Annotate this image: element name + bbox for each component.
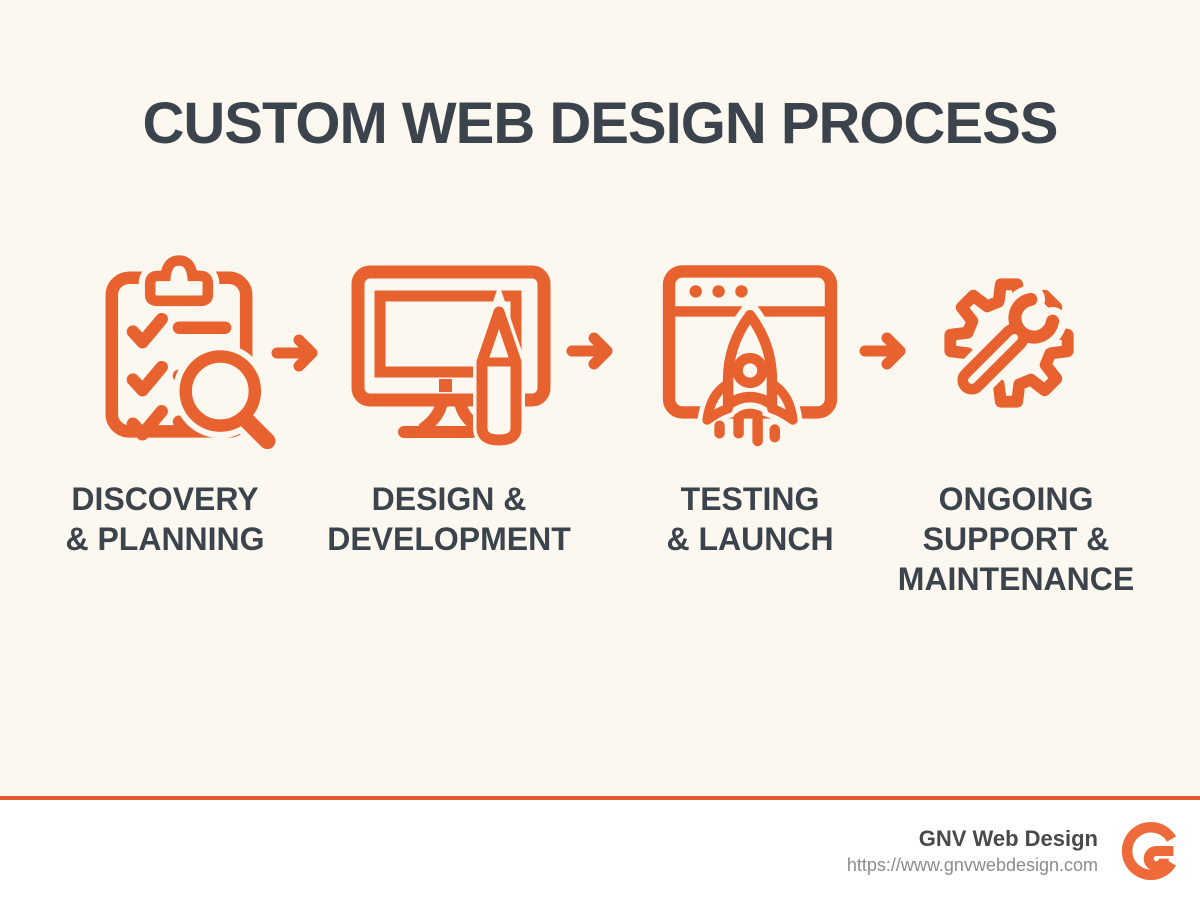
gnv-logo-icon: [1121, 821, 1177, 881]
step-label-line: & PLANNING: [65, 521, 265, 557]
step-label-line: ONGOING: [938, 481, 1094, 517]
step-label-line: DEVELOPMENT: [327, 521, 571, 557]
step-label-ongoing-support: ONGOING SUPPORT & MAINTENANCE: [888, 479, 1144, 599]
page-title: CUSTOM WEB DESIGN PROCESS: [142, 91, 1059, 156]
step-label-line: & LAUNCH: [666, 521, 834, 557]
step-label-line: DESIGN &: [371, 481, 527, 517]
footer-text-block: GNV Web Design https://www.gnvwebdesign.…: [847, 825, 1098, 877]
gear-wrench-icon: [944, 278, 1074, 408]
arrow-right-icon: [859, 332, 906, 370]
step-label-testing-launch: TESTING & LAUNCH: [640, 479, 860, 559]
footer: GNV Web Design https://www.gnvwebdesign.…: [0, 800, 1200, 902]
divider-line: [0, 796, 1200, 800]
arrow-right-icon: [271, 334, 318, 372]
step-label-design-development: DESIGN & DEVELOPMENT: [316, 479, 582, 559]
step-label-line: SUPPORT &: [922, 521, 1110, 557]
step-label-line: DISCOVERY: [71, 481, 259, 517]
step-label-line: MAINTENANCE: [897, 561, 1135, 597]
monitor-pencil-icon: [351, 265, 551, 450]
brand-name: GNV Web Design: [918, 826, 1098, 851]
browser-rocket-icon: [662, 265, 838, 447]
website-url: https://www.gnvwebdesign.com: [846, 855, 1098, 875]
clipboard-checklist-search-icon: [105, 248, 282, 456]
arrow-right-icon: [566, 332, 613, 370]
step-label-discovery-planning: DISCOVERY & PLANNING: [40, 479, 290, 559]
step-label-line: TESTING: [680, 481, 820, 517]
